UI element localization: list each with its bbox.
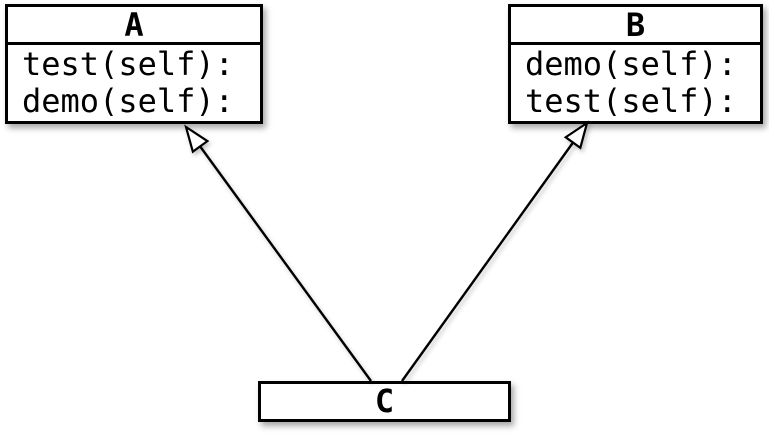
- class-title-a: A: [8, 6, 260, 45]
- method-item: demo(self):: [525, 45, 737, 83]
- class-node-a: A test(self): demo(self):: [5, 4, 263, 124]
- class-title-b: B: [511, 6, 760, 45]
- method-list-b: demo(self): test(self):: [511, 45, 760, 120]
- method-list-a: test(self): demo(self):: [8, 45, 260, 120]
- class-title-c: C: [374, 382, 395, 420]
- method-item: test(self):: [525, 82, 737, 120]
- method-item: test(self):: [22, 45, 234, 83]
- class-node-b: B demo(self): test(self):: [508, 4, 763, 124]
- edge-c-to-b: [401, 120, 589, 382]
- edge-c-to-a: [184, 124, 372, 382]
- class-node-c: C: [258, 381, 511, 422]
- method-item: demo(self):: [22, 82, 234, 120]
